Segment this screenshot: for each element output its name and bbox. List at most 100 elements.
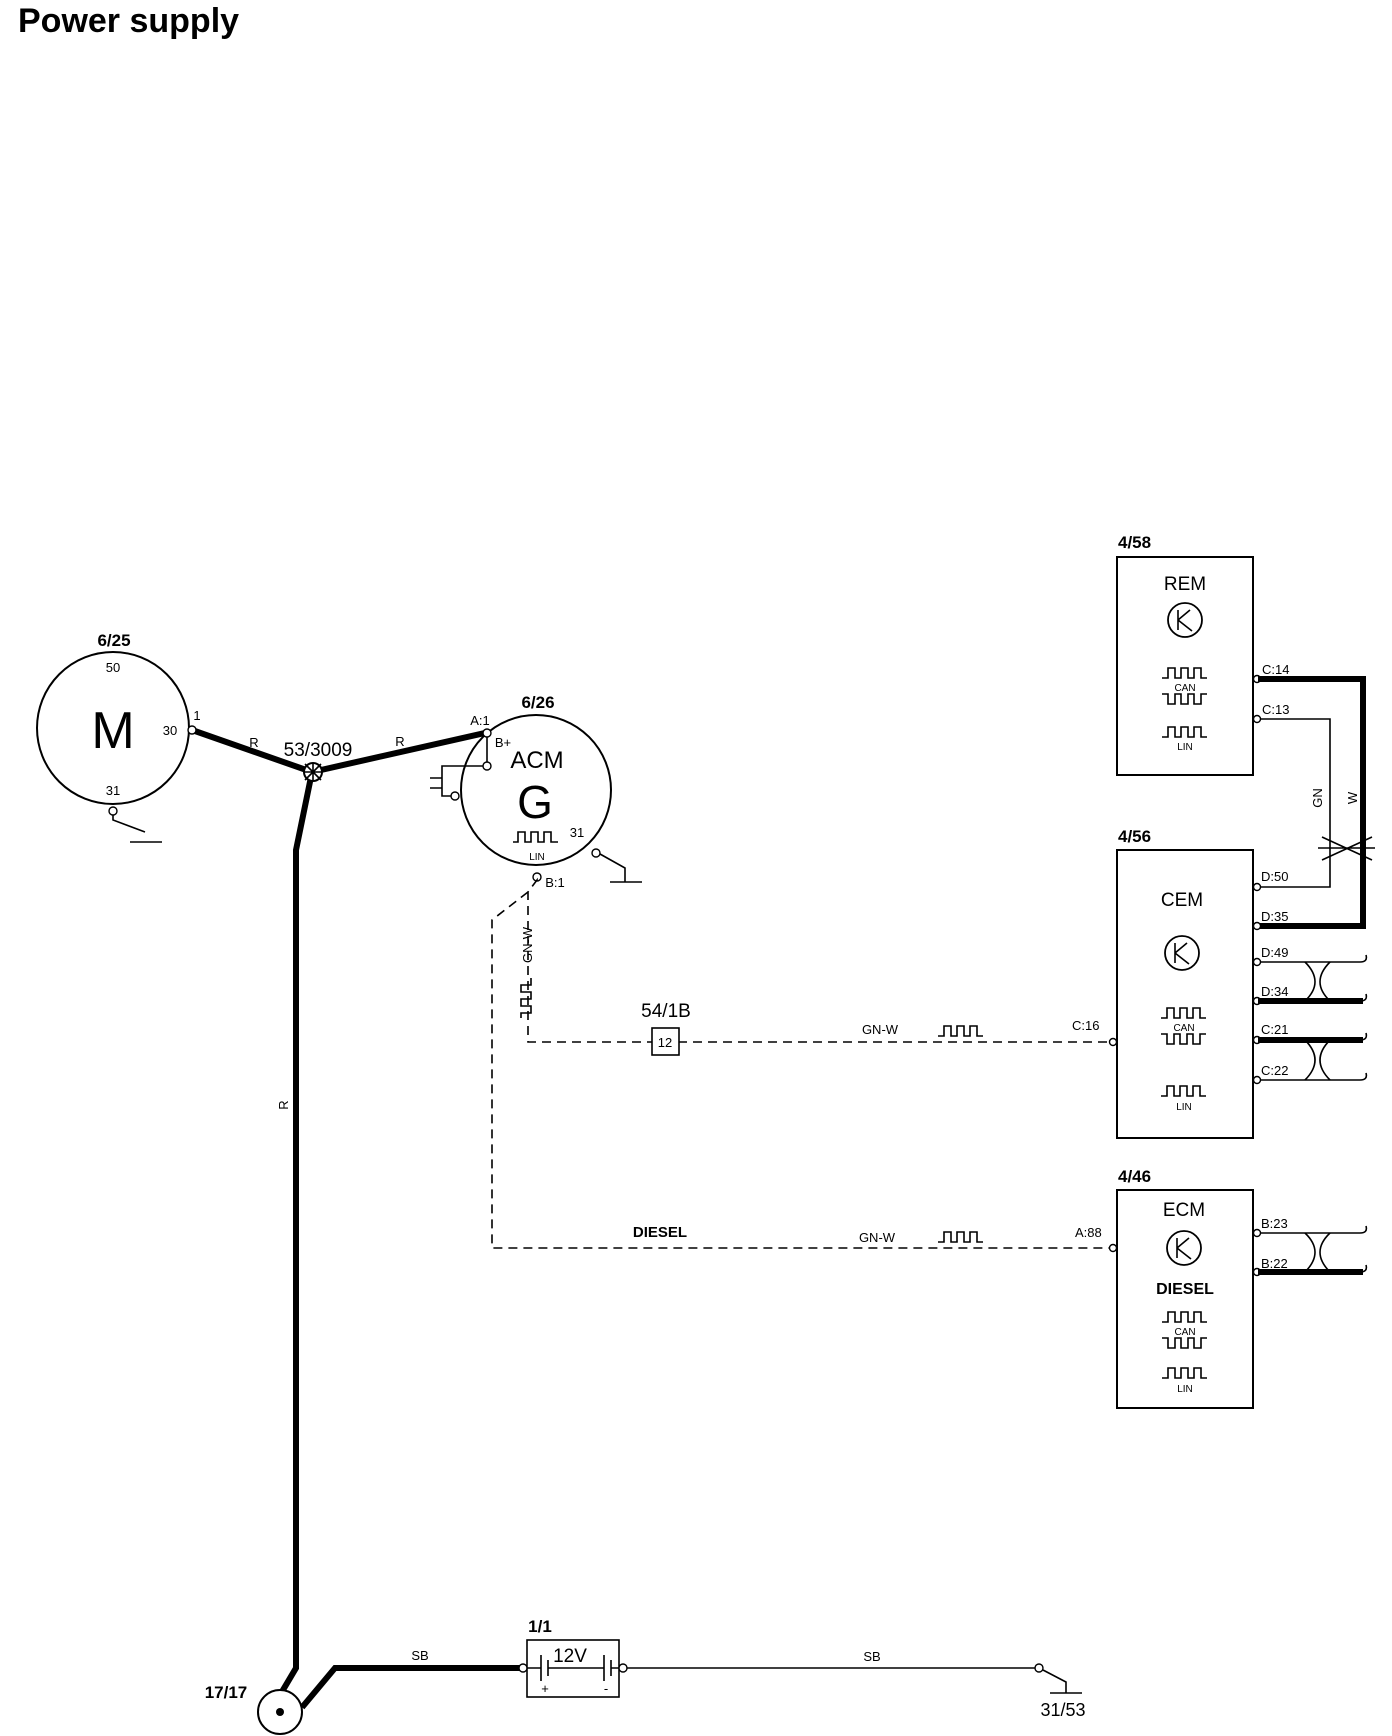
ground-31-53-symbol <box>1042 1669 1082 1694</box>
twist-symbol-rem-cem <box>1318 836 1375 861</box>
wire-label-gn-w-cem: GN-W <box>862 1022 899 1037</box>
ground-point-id: 17/17 <box>205 1683 248 1702</box>
cem-transistor-glyph <box>1174 942 1190 965</box>
rem-pin-c13: C:13 <box>1262 702 1289 717</box>
lin-signal-ecm-icon <box>938 1231 983 1243</box>
rem-lin-label: LIN <box>1177 742 1193 753</box>
can-pair-rem-cem: GN W <box>1258 676 1375 929</box>
wire-gn-w-to-cem <box>527 877 1114 1043</box>
rem-can-signal2-icon <box>1162 693 1207 705</box>
cem-pin-c22: C:22 <box>1261 1063 1288 1078</box>
starter-pin-31: 31 <box>106 783 120 798</box>
ecm-can-label: CAN <box>1174 1327 1195 1338</box>
lin-signal-vertical-icon <box>520 978 532 1018</box>
cem-id: 4/56 <box>1118 827 1151 846</box>
wire-label-sb-left: SB <box>411 1648 428 1663</box>
ecm-variant: DIESEL <box>1156 1281 1214 1298</box>
wire-cem-c21-end <box>1359 1032 1368 1041</box>
cem-transistor-icon <box>1164 935 1200 971</box>
wire-label-r-vertical: R <box>276 1100 291 1109</box>
ecm-terminal-b23 <box>1252 1228 1262 1238</box>
cem-pin-d35: D:35 <box>1261 909 1288 924</box>
starter-pin-30: 30 <box>163 723 177 738</box>
ecm-terminal-a88 <box>1108 1243 1118 1253</box>
cem-terminal-d50 <box>1252 882 1262 892</box>
module-rem: 4/58 REM CAN LIN C:14 C:13 <box>1116 533 1289 776</box>
power-wires <box>188 726 525 1710</box>
splice-53-3009: 53/3009 <box>284 740 353 782</box>
wire-cem-c22 <box>1261 1072 1368 1081</box>
connector-box <box>651 1027 680 1056</box>
alternator-symbol: G <box>517 776 553 828</box>
wire-label-gn: GN <box>1310 788 1325 808</box>
wire-ecm-b22-end <box>1359 1264 1368 1273</box>
starter-pin-1: 1 <box>193 708 200 723</box>
battery-minus: - <box>604 1681 608 1696</box>
ecm-lin-label: LIN <box>1177 1384 1193 1395</box>
twist-symbol-cem-2 <box>1304 1039 1331 1081</box>
starter-terminal-30 <box>187 725 197 735</box>
cem-pin-c21: C:21 <box>1261 1022 1288 1037</box>
module-cem: 4/56 CEM CAN LIN D:50 D:35 D:49 D:34 C:2… <box>1072 827 1368 1139</box>
ground-point-dot <box>276 1708 284 1716</box>
splice-id: 53/3009 <box>284 740 353 761</box>
alternator-terminal-a1 <box>482 728 492 738</box>
cem-can-signal2-icon <box>1161 1033 1206 1045</box>
connector-54-1b: 54/1B 12 <box>641 1001 691 1056</box>
battery-cells-icon <box>527 1655 619 1681</box>
ecm-can-signal2-icon <box>1162 1337 1207 1349</box>
cem-pin-d34: D:34 <box>1261 984 1288 999</box>
cem-can-signal-icon <box>1161 1007 1206 1019</box>
rem-transistor-glyph <box>1177 609 1193 632</box>
wire-r-vertical <box>278 768 316 1695</box>
connector-id: 54/1B <box>641 1001 691 1022</box>
wire-label-w: W <box>1345 791 1360 804</box>
ground-31-53-id: 31/53 <box>1040 1700 1085 1720</box>
ecm-transistor-glyph <box>1176 1237 1192 1260</box>
rem-can-signal-icon <box>1162 667 1207 679</box>
cem-terminal-c22 <box>1252 1075 1262 1085</box>
battery-id: 1/1 <box>528 1617 552 1636</box>
rem-name: REM <box>1164 574 1206 595</box>
wire-sb-ground-battery <box>299 1665 525 1710</box>
ground-31-53-terminal <box>1034 1663 1044 1673</box>
cem-lin-label: LIN <box>1176 1102 1192 1113</box>
cem-pin-d49: D:49 <box>1261 945 1288 960</box>
rem-box <box>1116 556 1254 776</box>
battery: 1/1 12V + - <box>518 1617 628 1698</box>
alternator-body <box>460 714 612 866</box>
cem-can-label: CAN <box>1173 1023 1194 1034</box>
alternator-pin-b1: B:1 <box>545 875 565 890</box>
ecm-pin-b23: B:23 <box>1261 1216 1288 1231</box>
connector-pin: 12 <box>658 1035 672 1050</box>
splice-cross <box>304 763 322 781</box>
cem-pin-d50: D:50 <box>1261 869 1288 884</box>
twist-symbol-ecm <box>1304 1232 1331 1273</box>
ecm-box <box>1116 1189 1254 1409</box>
ecm-pin-b22: B:22 <box>1261 1256 1288 1271</box>
rem-transistor-icon <box>1167 602 1203 638</box>
page-title: Power supply <box>18 2 240 40</box>
rem-id: 4/58 <box>1118 533 1151 552</box>
wire-cem-d34-end <box>1359 993 1368 1002</box>
wire-w-can <box>1258 676 1366 929</box>
alternator-pin-a1: A:1 <box>470 713 490 728</box>
twist-symbol-cem-1 <box>1304 961 1331 1002</box>
wire-label-gn-w-ecm: GN-W <box>859 1230 896 1245</box>
wire-gn-w-to-ecm <box>491 891 1114 1249</box>
starter-pin-50: 50 <box>106 660 120 675</box>
wire-label-sb-right: SB <box>863 1649 880 1664</box>
alternator-signal-icon <box>513 831 558 843</box>
starter-id: 6/25 <box>97 631 130 650</box>
ecm-id: 4/46 <box>1118 1167 1151 1186</box>
alternator-ground-symbol <box>599 853 642 883</box>
alternator-pin-31: 31 <box>570 825 584 840</box>
rem-pin-c14: C:14 <box>1262 662 1289 677</box>
wire-label-diesel: DIESEL <box>633 1224 687 1241</box>
starter-ground-symbol <box>112 815 162 843</box>
lin-wires: GN-W GN-W GN-W DIESEL <box>491 877 1114 1249</box>
wire-label-r-alt: R <box>395 734 404 749</box>
alternator-terminal-31 <box>591 848 601 858</box>
battery-voltage: 12V <box>553 1646 587 1667</box>
